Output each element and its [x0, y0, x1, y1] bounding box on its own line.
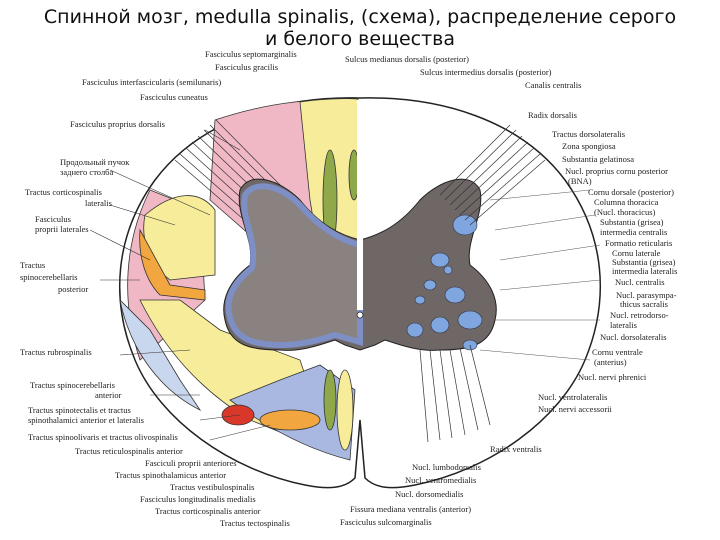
label-reticulospinalis: Tractus reticulospinalis anterior	[75, 446, 183, 456]
label-formatio-reticularis: Formatio reticularis	[605, 238, 672, 248]
label-tectospinalis: Tractus tectospinalis	[220, 518, 290, 528]
label-spinothalamici: spinothalamici anterior et lateralis	[28, 415, 144, 425]
left-labels: Fasciculus septomarginalis Fasciculus gr…	[20, 49, 297, 528]
label-fasciculus-gracilis: Fasciculus gracilis	[215, 62, 278, 72]
ventral-root-fibers	[419, 344, 491, 443]
label-sulcus-intermedius: Sulcus intermedius dorsalis (posterior)	[420, 67, 552, 77]
label-corticospinalis: Tractus corticospinalis	[25, 187, 102, 197]
label-nucl-phrenici: Nucl. nervi phrenici	[578, 372, 647, 382]
label-nucl-dorsomedialis: Nucl. dorsomedialis	[395, 489, 463, 499]
label-zadnego-stolba: заднего столба	[60, 167, 114, 177]
canalis-centralis	[356, 311, 364, 319]
label-radix-dorsalis: Radix dorsalis	[528, 110, 577, 120]
label-tractus: Tractus	[20, 260, 45, 270]
label-nucl-ventromedialis: Nucl. ventromedialis	[405, 475, 476, 485]
label-canalis-centralis: Canalis centralis	[525, 80, 581, 90]
label-fasciculus-proprius-dorsalis: Fasciculus proprius dorsalis	[70, 119, 165, 129]
label-fasciculus-septomarginalis: Fasciculus septomarginalis	[205, 49, 297, 59]
label-nucl-proprius: Nucl. proprius cornu posterior	[565, 166, 668, 176]
label-zona-spongiosa: Zona spongiosa	[562, 141, 616, 151]
label-nucl-dorsolateralis: Nucl. dorsolateralis	[600, 332, 667, 342]
label-bna: (BNA)	[568, 176, 592, 186]
label-fasciculus-interfascicularis: Fasciculus interfascicularis (semilunari…	[82, 77, 221, 87]
label-retro-lateralis: lateralis	[610, 320, 637, 330]
label-sulcomarginalis: Fasciculus sulcomarginalis	[340, 517, 432, 527]
label-nucl-lumbodorsalis: Nucl. lumbodorsalis	[412, 462, 481, 472]
left-leader-lines	[89, 129, 271, 441]
label-substantia-grisea-1: Substantia (grisea)	[600, 217, 664, 227]
label-anterior-1: anterior	[95, 390, 122, 400]
label-spinoolivaris: Tractus spinoolivaris et tractus olivosp…	[28, 432, 178, 442]
label-spinocerebellaris-anterior: Tractus spinocerebellaris	[30, 380, 115, 390]
label-radix-ventralis: Radix ventralis	[490, 444, 542, 454]
label-nucl-retrodorso: Nucl. retrodorso-	[610, 310, 669, 320]
label-substantia-gelatinosa: Substantia gelatinosa	[562, 154, 634, 164]
label-fasciculus-cuneatus: Fasciculus cuneatus	[140, 92, 208, 102]
label-spinotectalis: Tractus spinotectalis et tractus	[28, 405, 131, 415]
bottom-labels: Nucl. lumbodorsalis Nucl. ventromedialis…	[340, 462, 481, 527]
top-labels: Sulcus medianus dorsalis (posterior) Sul…	[345, 54, 581, 90]
label-rubrospinalis: Tractus rubrospinalis	[20, 347, 92, 357]
label-intermedia-lateralis: intermedia lateralis	[612, 266, 677, 276]
label-longitudinalis-medialis: Fasciculus longitudinalis medialis	[140, 494, 256, 504]
label-anterius: (anterius)	[594, 357, 627, 367]
right-labels: Radix dorsalis Tractus dorsolateralis Zo…	[490, 110, 677, 454]
spinocerebellar-blue	[119, 298, 202, 412]
label-fissura-mediana: Fissura mediana ventralis (anterior)	[350, 504, 471, 514]
label-prodolny-puchok: Продольный пучок	[60, 157, 130, 167]
label-cornu-dorsale: Cornu dorsale (posterior)	[588, 187, 674, 197]
posterior-septum	[357, 100, 363, 310]
label-sacralis: thicus sacralis	[620, 299, 668, 309]
dorsal-root-fibers-right	[439, 124, 546, 226]
gray-nuclei	[406, 214, 483, 351]
label-sulcus-medianus: Sulcus medianus dorsalis (posterior)	[345, 54, 469, 64]
rubrospinal-orange	[139, 228, 206, 301]
label-proprii-laterales: proprii laterales	[35, 224, 89, 234]
label-substantia-grisea-2: Substantia (grisea)	[612, 257, 676, 267]
label-spinothalamicus-anterior: Tractus spinothalamicus anterior	[115, 470, 226, 480]
anterior-corticospinal-green	[323, 369, 337, 431]
label-intermedia-centralis: intermedia centralis	[600, 227, 667, 237]
label-corticospinalis-anterior: Tractus corticospinalis anterior	[155, 506, 261, 516]
label-vestibulospinalis: Tractus vestibulospinalis	[170, 482, 254, 492]
label-tractus-dorsolateralis: Tractus dorsolateralis	[552, 129, 625, 139]
diagram-title: Спинной мозг, medulla spinalis, (схема),…	[0, 6, 720, 50]
label-posterior: posterior	[58, 284, 88, 294]
label-nucl-thoracicus: (Nucl. thoracicus)	[594, 207, 656, 217]
title-line-2: и белого вещества	[264, 28, 456, 50]
label-cornu-ventrale: Cornu ventrale	[592, 347, 643, 357]
label-spinocerebellaris: spinocerebellaris	[20, 272, 78, 282]
label-fasciculus: Fasciculus	[35, 214, 71, 224]
label-nucl-accessorii: Nucl. nervi accessorii	[538, 404, 613, 414]
label-nucl-centralis: Nucl. centralis	[615, 277, 665, 287]
label-columna-thoracica: Columna thoracica	[594, 197, 659, 207]
label-lateralis: lateralis	[85, 198, 112, 208]
label-fasciculi-proprii-anteriores: Fasciculi proprii anteriores	[145, 458, 237, 468]
right-label-lines	[479, 189, 601, 361]
title-line-1: Спинной мозг, medulla spinalis, (схема),…	[43, 6, 677, 28]
label-nucl-parasympathicus: Nucl. parasympa-	[616, 290, 677, 300]
gray-matter-left-highlight	[225, 183, 363, 349]
tectospinal-yellow	[336, 369, 354, 451]
reticulospinal-orange	[259, 409, 321, 431]
label-cornu-laterale: Cornu laterale	[612, 248, 661, 258]
label-nucl-ventrolateralis: Nucl. ventrolateralis	[538, 392, 607, 402]
